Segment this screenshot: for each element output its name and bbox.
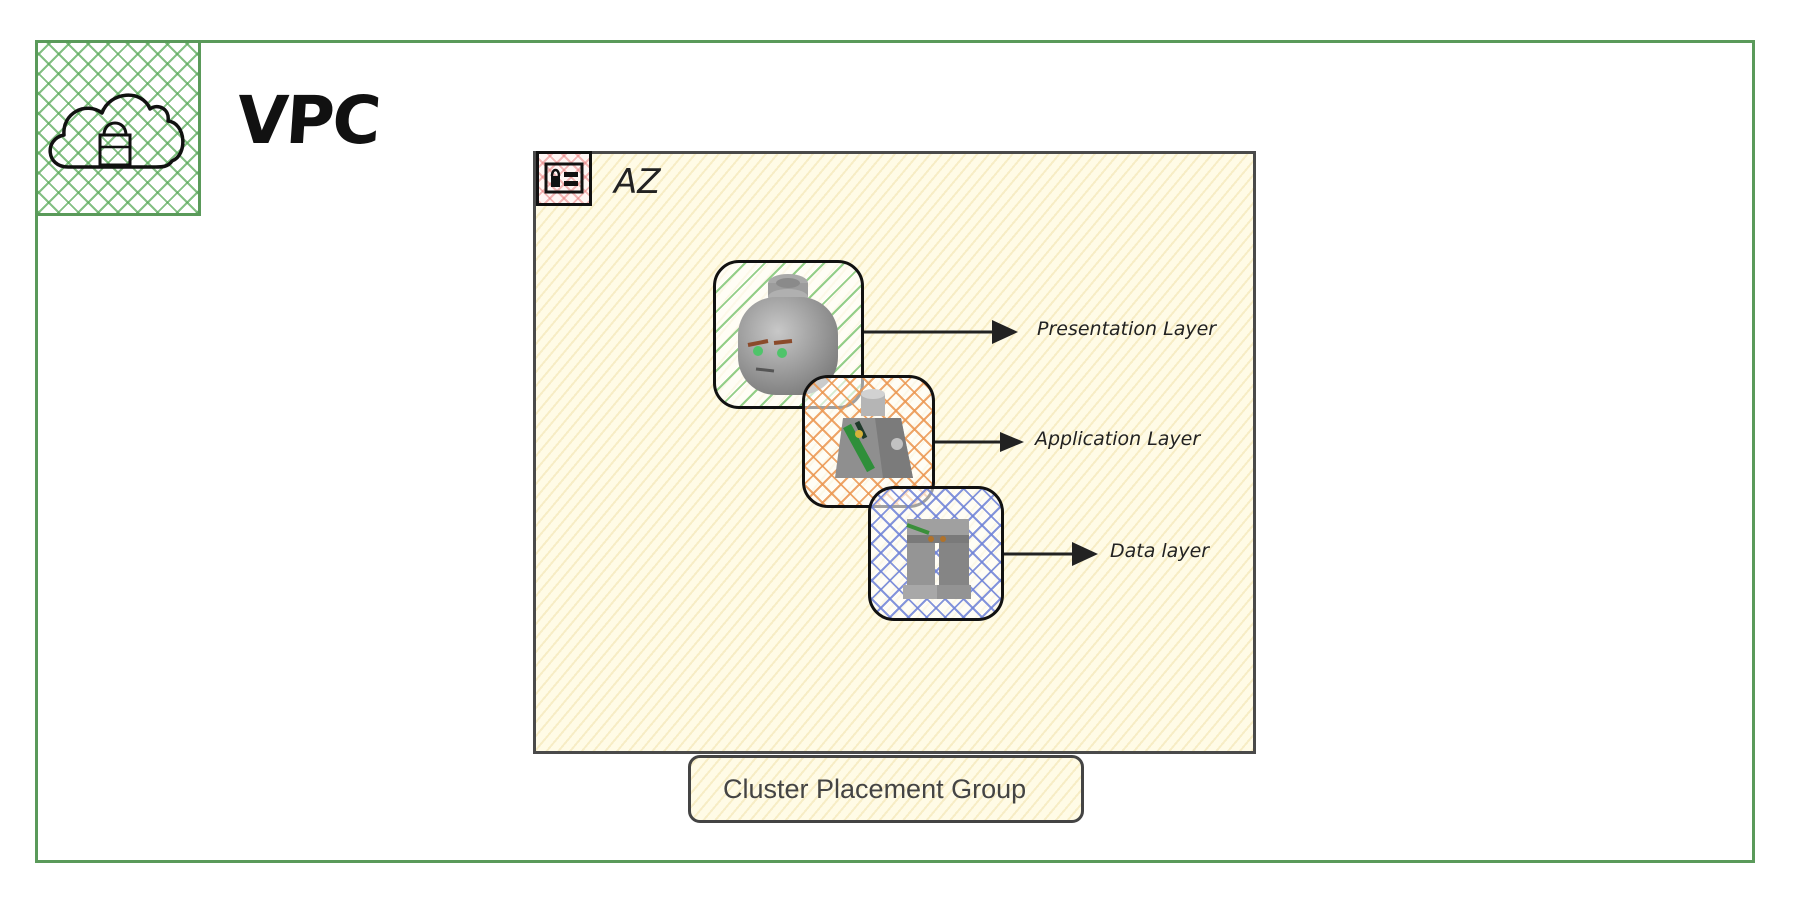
cloud-lock-icon bbox=[48, 93, 185, 169]
placement-group-label: Cluster Placement Group bbox=[723, 773, 1027, 804]
data-layer-node[interactable] bbox=[868, 486, 1004, 621]
availability-zone-icon bbox=[544, 162, 584, 194]
lego-head-icon bbox=[738, 274, 838, 395]
vpc-title: VPC bbox=[234, 82, 382, 159]
vpc-container[interactable] bbox=[35, 40, 1755, 863]
az-icon-tile bbox=[536, 151, 592, 206]
lego-legs-icon bbox=[903, 519, 971, 599]
application-layer-node[interactable] bbox=[802, 375, 935, 508]
placement-group-badge[interactable]: Cluster Placement Group bbox=[688, 755, 1084, 823]
application-layer-label: Application Layer bbox=[1035, 428, 1201, 450]
data-layer-label: Data layer bbox=[1110, 540, 1210, 562]
lego-torso-icon bbox=[835, 389, 913, 478]
vpc-icon-tile bbox=[35, 40, 201, 216]
presentation-layer-label: Presentation Layer bbox=[1037, 318, 1217, 340]
az-title: AZ bbox=[614, 162, 661, 202]
